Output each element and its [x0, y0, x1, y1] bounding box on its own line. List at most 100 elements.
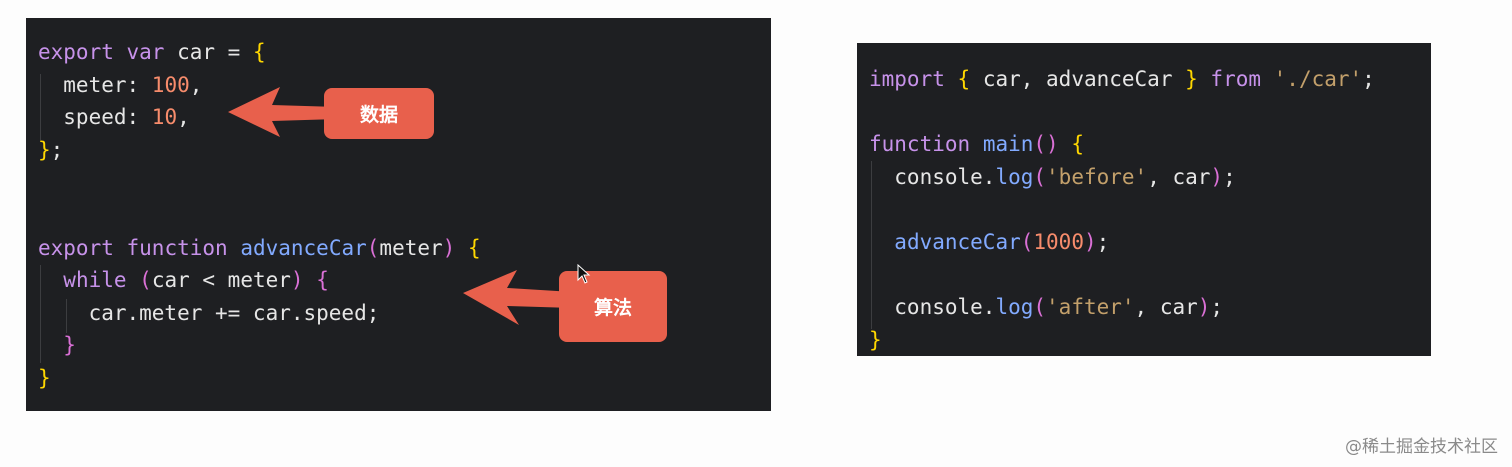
- code-token: main: [982, 132, 1034, 157]
- code-line: advanceCar(1000);: [869, 227, 1109, 257]
- code-token: ): [1197, 295, 1211, 320]
- code-token: from: [1210, 67, 1261, 91]
- code-token: }: [63, 333, 76, 358]
- code-line: speed: 10,: [38, 102, 190, 132]
- code-token: meter:: [38, 72, 152, 97]
- code-token: , car: [1147, 164, 1211, 189]
- code-token: meter: [379, 235, 443, 260]
- code-line: }: [38, 330, 76, 360]
- code-token: 'before': [1046, 164, 1148, 189]
- code-token: car.meter += car.speed;: [38, 300, 380, 325]
- callout-data: 数据: [226, 85, 436, 141]
- code-token: ): [1083, 230, 1097, 254]
- code-token: [228, 236, 241, 260]
- indent-guide: [871, 161, 872, 329]
- code-token: }: [38, 137, 51, 162]
- code-token: ;: [1096, 230, 1110, 254]
- code-token: (: [139, 268, 152, 293]
- code-token: [945, 67, 958, 91]
- callout-label-algorithm: 算法: [559, 271, 667, 342]
- code-token: }: [1185, 67, 1198, 91]
- code-token: ;: [1362, 67, 1375, 91]
- code-token: car =: [164, 40, 253, 64]
- code-line: }: [869, 325, 882, 355]
- code-line: console.log('after', car);: [869, 292, 1223, 322]
- code-token: {: [316, 268, 329, 293]
- code-token: [114, 236, 127, 260]
- code-line: car.meter += car.speed;: [38, 298, 380, 328]
- code-token: car < meter: [151, 268, 291, 293]
- code-token: [114, 40, 127, 64]
- code-token: ): [1210, 164, 1224, 189]
- indent-guide: [66, 299, 67, 333]
- code-token: (: [1020, 230, 1034, 254]
- code-token: import: [869, 67, 945, 91]
- code-token: [869, 230, 894, 254]
- code-token: [127, 268, 140, 292]
- watermark: @稀土掘金技术社区: [1345, 437, 1498, 457]
- code-token: [1059, 132, 1072, 156]
- code-token: 1000: [1033, 230, 1084, 254]
- code-token: advanceCar: [240, 235, 367, 260]
- code-token: [38, 333, 63, 357]
- code-token: function: [869, 132, 971, 157]
- code-token: log: [995, 295, 1034, 320]
- code-token: ): [290, 268, 304, 293]
- code-token: var: [126, 40, 165, 64]
- code-token: log: [995, 164, 1034, 189]
- code-token: ): [442, 235, 456, 260]
- code-line: import { car, advanceCar } from './car';: [869, 64, 1375, 94]
- code-line: export var car = {: [38, 37, 266, 67]
- code-token: [38, 268, 63, 292]
- code-panel-main-module: import { car, advanceCar } from './car';…: [857, 43, 1431, 356]
- code-line: export function advanceCar(meter) {: [38, 233, 481, 263]
- callout-label-data: 数据: [324, 88, 434, 139]
- indent-guide: [40, 265, 41, 363]
- code-token: ;: [50, 137, 64, 162]
- code-token: export: [38, 235, 114, 260]
- code-token: , car: [1134, 295, 1198, 320]
- indent-guide: [40, 74, 41, 140]
- arrow-left-icon: [463, 270, 573, 325]
- code-token: ,: [177, 105, 190, 130]
- code-token: ;: [1210, 295, 1224, 320]
- code-token: console.: [869, 164, 996, 189]
- code-token: [1261, 67, 1274, 91]
- code-token: (): [1033, 132, 1059, 157]
- code-token: (: [1033, 164, 1047, 189]
- code-token: ;: [1223, 164, 1236, 189]
- code-token: export: [38, 40, 114, 64]
- code-token: (: [366, 235, 380, 260]
- code-token: }: [38, 366, 51, 390]
- code-token: (: [1033, 295, 1047, 320]
- code-token: speed:: [38, 105, 152, 130]
- code-line: while (car < meter) {: [38, 265, 329, 295]
- code-token: 100: [151, 72, 190, 97]
- code-token: 10: [151, 105, 178, 130]
- code-line: };: [38, 135, 63, 165]
- code-token: {: [1071, 132, 1084, 157]
- code-token: car, advanceCar: [970, 67, 1186, 91]
- code-token: [304, 268, 317, 292]
- code-token: [1198, 67, 1211, 91]
- code-token: './car': [1273, 67, 1363, 91]
- code-token: ,: [189, 72, 203, 97]
- code-token: {: [252, 40, 266, 64]
- code-token: function: [126, 235, 228, 260]
- code-line: console.log('before', car);: [869, 162, 1236, 192]
- code-token: [455, 236, 468, 260]
- mouse-cursor-icon: [577, 264, 591, 284]
- code-token: }: [869, 327, 882, 352]
- code-token: while: [63, 268, 127, 293]
- code-token: console.: [869, 295, 996, 320]
- arrow-left-icon: [228, 87, 338, 137]
- code-token: {: [467, 235, 481, 260]
- code-token: advanceCar: [894, 230, 1021, 254]
- code-line: meter: 100,: [38, 70, 202, 100]
- code-line: function main() {: [869, 129, 1084, 159]
- code-token: {: [957, 67, 971, 91]
- callout-algorithm: 算法: [461, 268, 671, 343]
- code-token: 'after': [1046, 295, 1135, 320]
- code-line: }: [38, 363, 51, 393]
- code-token: [970, 132, 983, 156]
